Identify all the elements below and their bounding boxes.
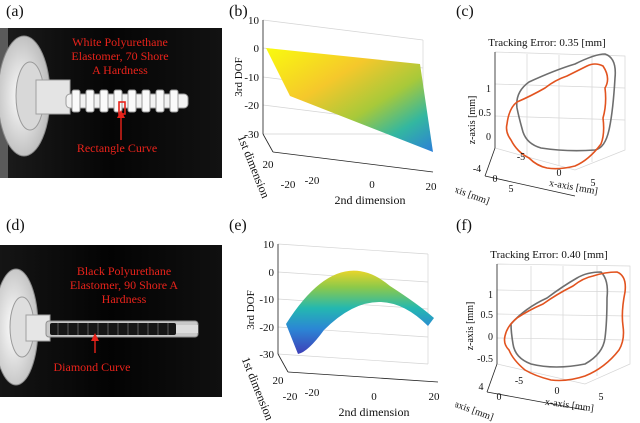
svg-text:0: 0	[254, 43, 260, 55]
photo-black-robot: Black Polyurethane Elastomer, 90 Shore A…	[0, 245, 222, 397]
y-axis-label-c: y-axis [mm]	[455, 180, 491, 207]
y-axis-label-f: y-axis [mm]	[455, 396, 495, 423]
svg-text:-20: -20	[281, 179, 296, 191]
material-label-line-3: Hardness	[102, 292, 147, 306]
reference-curve-c	[515, 53, 617, 152]
surface-b	[266, 48, 433, 152]
tracking-plot-c: Tracking Error: 0.35 [mm] 1 0.5 0 z-axis…	[455, 37, 626, 207]
svg-text:0.5: 0.5	[479, 108, 492, 119]
svg-text:-30: -30	[259, 349, 274, 361]
x-ticks-b: -20 0 20	[305, 175, 437, 193]
z-ticks-e: 10 0 -10 -20 -30	[259, 239, 274, 361]
material-label-line-2: Elastomer, 90 Shore A	[70, 278, 179, 292]
y-ticks-e: 20 -20	[273, 375, 298, 403]
panel-label-c: (c)	[456, 3, 474, 20]
y-ticks-f: 4 0	[479, 382, 502, 403]
svg-text:-20: -20	[305, 387, 320, 399]
svg-text:0: 0	[269, 267, 275, 279]
svg-text:-30: -30	[244, 129, 259, 141]
reference-curve-f	[510, 271, 609, 368]
svg-text:0: 0	[497, 392, 502, 403]
svg-text:10: 10	[248, 15, 260, 27]
svg-text:1: 1	[486, 84, 491, 95]
x-ticks-c: -5 0 5	[517, 152, 596, 189]
axes-f	[486, 264, 586, 411]
tracked-curve-f	[503, 271, 627, 382]
axes-b	[262, 20, 434, 173]
svg-text:0: 0	[371, 391, 377, 403]
plot-title-f: Tracking Error: 0.40 [mm]	[490, 249, 608, 261]
tracked-curve-c	[505, 63, 609, 170]
panel-label-b: (b)	[229, 3, 248, 20]
svg-text:0: 0	[557, 168, 562, 179]
y-ticks-b: 20 -20	[263, 159, 296, 191]
svg-text:-20: -20	[283, 391, 298, 403]
z-ticks-f: 1 0.5 0 -0.5	[477, 290, 493, 365]
svg-text:5: 5	[599, 392, 604, 403]
panel-label-a: (a)	[6, 3, 24, 20]
plot-title-c: Tracking Error: 0.35 [mm]	[488, 37, 606, 49]
svg-text:0: 0	[486, 132, 491, 143]
svg-text:0: 0	[493, 174, 498, 185]
svg-text:5: 5	[591, 178, 596, 189]
x-ticks-e: -20 0 20	[305, 387, 440, 403]
svg-text:-10: -10	[259, 294, 274, 306]
material-label-line-3: A Hardness	[92, 63, 148, 77]
panel-label-e: (e)	[229, 217, 247, 234]
panel-label-d: (d)	[6, 217, 25, 234]
z-axis-label-f: z-axis [mm]	[465, 302, 476, 351]
curve-label: Diamond Curve	[54, 360, 131, 374]
svg-text:20: 20	[273, 375, 285, 387]
axes-c	[484, 52, 576, 197]
svg-text:0.5: 0.5	[481, 310, 494, 321]
x-axis-label-b: 2nd dimension	[335, 193, 406, 207]
axes-e	[277, 244, 439, 383]
x-axis-label-e: 2nd dimension	[339, 405, 410, 419]
svg-text:-20: -20	[244, 100, 259, 112]
surface-plot-b: 10 0 -10 -20 -30 3rd DOF -20 0 20 20 -20…	[233, 15, 437, 207]
z-ticks-b: 10 0 -10 -20 -30	[244, 15, 259, 141]
svg-text:-0.5: -0.5	[477, 354, 493, 365]
surface-e	[286, 270, 434, 354]
material-label-line-1: Black Polyurethane	[77, 264, 171, 278]
material-label-line-2: Elastomer, 70 Shore	[71, 49, 168, 63]
svg-text:0: 0	[488, 332, 493, 343]
svg-text:20: 20	[429, 391, 441, 403]
black-soft-robot	[45, 320, 199, 338]
svg-text:4: 4	[479, 382, 484, 393]
x-ticks-f: -5 0 5	[515, 376, 604, 403]
z-axis-label-e: 3rd DOF	[245, 290, 257, 329]
svg-text:-5: -5	[515, 376, 523, 387]
material-label-line-1: White Polyurethane	[72, 35, 168, 49]
svg-text:10: 10	[263, 239, 275, 251]
svg-text:0: 0	[369, 179, 375, 191]
z-ticks-c: 1 0.5 0	[479, 84, 492, 143]
svg-text:20: 20	[426, 181, 438, 193]
svg-text:20: 20	[263, 159, 275, 171]
x-axis-label-f: x-axis [mm]	[544, 397, 594, 415]
svg-text:-5: -5	[517, 152, 525, 163]
y-ticks-c: -4 0 5	[473, 164, 514, 195]
z-axis-label-b: 3rd DOF	[233, 57, 245, 96]
surface-plot-e: 10 0 -10 -20 -30 3rd DOF -20 0 20 20 -20…	[239, 239, 440, 422]
svg-text:-10: -10	[244, 72, 259, 84]
photo-white-robot: White Polyurethane Elastomer, 70 Shore A…	[0, 28, 222, 178]
tracking-plot-f: Tracking Error: 0.40 [mm] 1 0.5 0 -0.5 z…	[455, 249, 631, 423]
svg-text:-4: -4	[473, 164, 481, 175]
curve-label: Rectangle Curve	[77, 141, 157, 155]
svg-text:-20: -20	[259, 322, 274, 334]
z-axis-label-c: z-axis [mm]	[467, 96, 478, 145]
y-axis-label-e: 1st dimension	[239, 355, 277, 422]
white-soft-robot	[65, 89, 189, 115]
svg-text:-20: -20	[305, 175, 320, 187]
svg-text:1: 1	[488, 290, 493, 301]
svg-text:0: 0	[555, 386, 560, 397]
grid-f	[496, 263, 631, 385]
svg-text:5: 5	[509, 184, 514, 195]
panel-label-f: (f)	[456, 217, 472, 234]
